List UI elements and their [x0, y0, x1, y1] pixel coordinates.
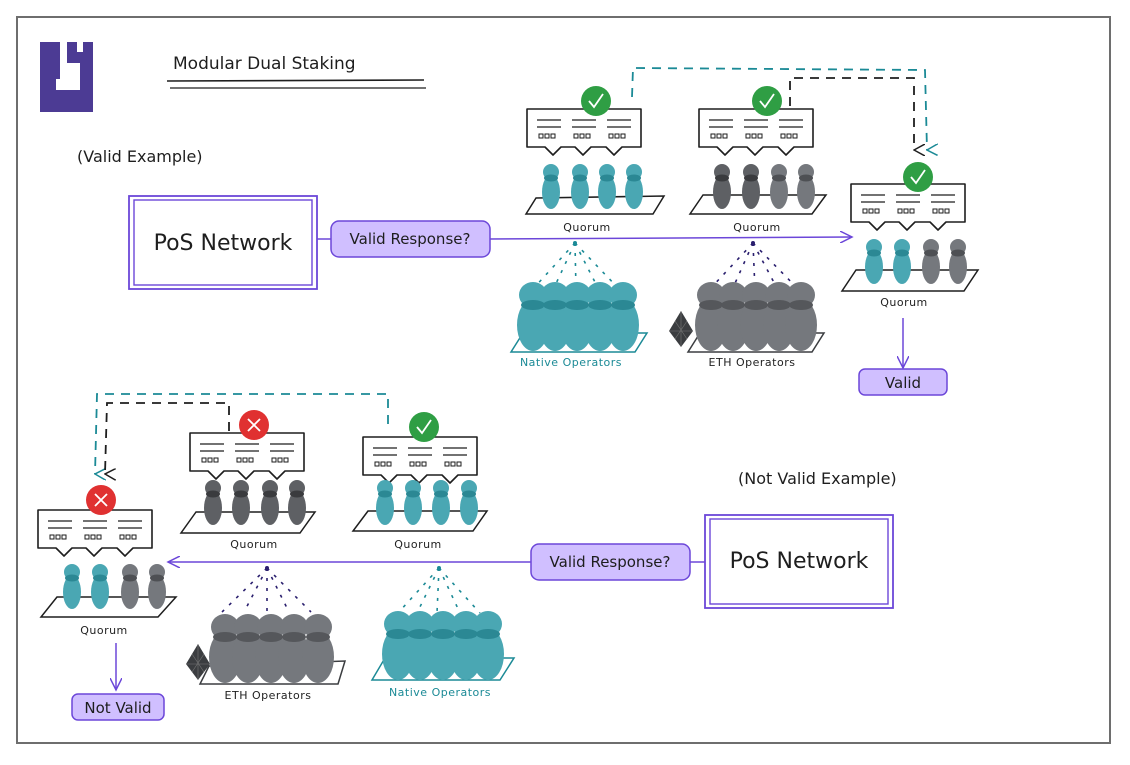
operator-figure-icon: [922, 239, 940, 284]
pos-network-node[interactable]: PoS Network: [704, 514, 894, 609]
quorum-label: Quorum: [733, 221, 781, 234]
aggregate-quorum: Quorum: [840, 161, 980, 309]
native-operators-label: Native Operators: [389, 686, 491, 699]
pos-network-label: PoS Network: [730, 549, 869, 574]
not-valid-example: (Not Valid Example) PoS Network Valid Re…: [37, 393, 897, 721]
ethereum-icon: [668, 310, 694, 348]
aggregate-quorum: Quorum: [37, 484, 178, 637]
response-bubble-icon: [37, 509, 153, 557]
operator-figure-icon: [625, 164, 643, 209]
operator-figure-icon: [598, 164, 616, 209]
eth-operators-pool: ETH Operators: [668, 241, 826, 369]
eth-operators-label: ETH Operators: [225, 689, 312, 702]
cross-icon: [238, 409, 270, 441]
quorum-label: Quorum: [80, 624, 128, 637]
operator-figure-icon: [404, 480, 422, 525]
result-label: Valid: [885, 374, 921, 392]
eth-operators-pool: ETH Operators: [185, 566, 347, 702]
pos-network-label: PoS Network: [154, 231, 293, 256]
valid-response-query[interactable]: Valid Response?: [330, 220, 491, 258]
operator-figure-icon: [893, 239, 911, 284]
result-label: Not Valid: [84, 699, 151, 717]
response-bubble-icon: [698, 108, 814, 156]
eth-operators-label: ETH Operators: [709, 356, 796, 369]
pos-network-node[interactable]: PoS Network: [128, 195, 318, 290]
result-valid-badge: Valid: [858, 368, 948, 396]
check-icon: [580, 85, 612, 117]
quorum-label: Quorum: [563, 221, 611, 234]
operator-figure-icon: [204, 480, 222, 525]
operator-figure-icon: [261, 480, 279, 525]
check-icon: [751, 85, 783, 117]
valid-example-heading: (Valid Example): [77, 147, 203, 166]
native-operators-pool: Native Operators: [509, 241, 649, 369]
result-not-valid-badge: Not Valid: [71, 693, 165, 721]
ethereum-icon: [185, 643, 211, 681]
check-icon: [408, 411, 440, 443]
valid-example: (Valid Example) PoS Network Valid Respon…: [77, 67, 980, 396]
brand-logo-icon: [40, 42, 93, 112]
diagram-title: Modular Dual Staking: [173, 54, 356, 74]
operator-figure-icon: [63, 564, 81, 609]
operator-figure-icon: [742, 164, 760, 209]
frame-border: [16, 16, 1111, 744]
operator-figure-icon: [571, 164, 589, 209]
cross-icon: [85, 484, 117, 516]
valid-response-label: Valid Response?: [350, 230, 471, 248]
operator-figure-icon: [232, 480, 250, 525]
valid-response-label: Valid Response?: [550, 553, 671, 571]
operator-figure-icon: [785, 282, 817, 351]
operator-figure-icon: [91, 564, 109, 609]
check-icon: [902, 161, 934, 193]
operator-figure-icon: [121, 564, 139, 609]
operator-figure-icon: [148, 564, 166, 609]
response-bubble-icon: [362, 436, 478, 484]
eth-vote-connector: [105, 402, 230, 474]
response-bubble-icon: [850, 183, 966, 231]
operator-figure-icon: [376, 480, 394, 525]
operator-figure-icon: [432, 480, 450, 525]
quorum-label: Quorum: [230, 538, 278, 551]
request-arrow: [489, 237, 852, 239]
response-bubble-icon: [189, 432, 305, 480]
quorum-eth: Quorum: [688, 85, 828, 234]
operator-figure-icon: [460, 480, 478, 525]
operator-figure-icon: [302, 614, 334, 683]
operator-figure-icon: [607, 282, 639, 351]
operator-figure-icon: [472, 611, 504, 680]
quorum-native: Quorum: [524, 85, 666, 234]
valid-response-query[interactable]: Valid Response?: [530, 543, 691, 581]
quorum-label: Quorum: [880, 296, 928, 309]
not-valid-example-heading: (Not Valid Example): [738, 469, 897, 488]
operator-figure-icon: [288, 480, 306, 525]
operator-figure-icon: [865, 239, 883, 284]
operator-figure-icon: [713, 164, 731, 209]
native-operators-label: Native Operators: [520, 356, 622, 369]
native-operators-pool: Native Operators: [370, 566, 516, 699]
operator-figure-icon: [797, 164, 815, 209]
quorum-label: Quorum: [394, 538, 442, 551]
quorum-native: Quorum: [351, 411, 489, 551]
quorum-eth: Quorum: [179, 409, 317, 551]
operator-figure-icon: [770, 164, 788, 209]
title-underline: [166, 79, 425, 82]
response-bubble-icon: [526, 108, 642, 156]
operator-figure-icon: [949, 239, 967, 284]
operator-figure-icon: [542, 164, 560, 209]
